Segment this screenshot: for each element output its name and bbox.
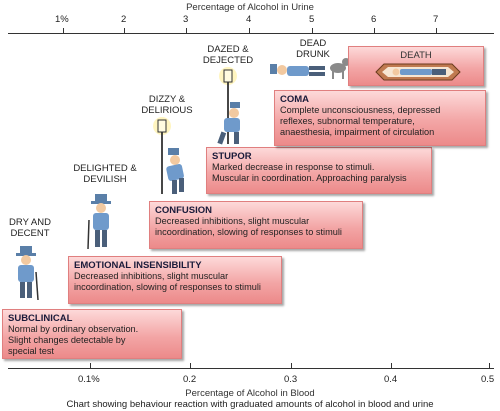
top-axis-title: Percentage of Alcohol in Urine [186, 2, 314, 13]
stage-box-coma: COMA Complete unconsciousness, depressed… [274, 90, 486, 146]
top-axis-line [8, 33, 494, 34]
top-tick [124, 28, 125, 33]
man-standing-icon [16, 246, 39, 301]
chart-caption: Chart showing behaviour reaction with gr… [66, 399, 434, 410]
bottom-tick [291, 363, 292, 368]
stage-box-emotional-insensibility: EMOTIONAL INSENSIBILITY Decreased inhibi… [68, 256, 282, 304]
stage-label-dead-drunk: DEAD DRUNK [288, 38, 338, 60]
stage-desc-line: Marked decrease in response to stimuli. [212, 162, 375, 172]
bottom-axis-title: Percentage of Alcohol in Blood [185, 388, 315, 399]
man-lying-dog-icon [270, 58, 350, 79]
bottom-tick [489, 363, 490, 368]
stage-label-line: DEVILISH [83, 174, 127, 185]
stage-label-line: DEAD [299, 38, 327, 49]
stage-heading: DEATH [400, 50, 432, 61]
man-in-coffin-icon [375, 63, 461, 81]
bottom-tick [391, 363, 392, 368]
stage-label-line: DELIRIOUS [141, 105, 193, 116]
stage-box-subclinical: SUBCLINICAL Normal by ordinary observati… [2, 309, 182, 359]
stage-box-confusion: CONFUSION Decreased inhibitions, slight … [149, 201, 363, 249]
top-tick [436, 28, 437, 33]
top-tick-label: 4 [246, 14, 252, 25]
bottom-tick [190, 363, 191, 368]
top-tick [374, 28, 375, 33]
stage-desc-line: special test [8, 346, 54, 356]
stage-label-dazed-dejected: DAZED & DEJECTED [200, 44, 256, 66]
stage-label-dizzy-delirious: DIZZY & DELIRIOUS [136, 94, 198, 116]
stage-desc-line: Normal by ordinary observation. [8, 324, 139, 334]
bottom-tick-label: 0.4 [384, 374, 398, 385]
stage-heading: STUPOR [212, 151, 252, 162]
stage-label-line: DEJECTED [202, 55, 254, 66]
stage-desc-line: Decreased inhibitions, slight muscular [74, 271, 229, 281]
stage-desc-line: Complete unconsciousness, depressed [280, 105, 441, 115]
stage-label-line: DECENT [10, 228, 50, 239]
man-under-lamp-icon [153, 117, 184, 194]
bottom-tick-label: 0.3 [284, 374, 298, 385]
top-tick-label: 1% [55, 14, 69, 25]
top-tick-label: 6 [371, 14, 377, 25]
top-tick-label: 2 [121, 14, 127, 25]
top-tick-label: 7 [433, 14, 439, 25]
stage-heading: SUBCLINICAL [8, 313, 73, 324]
bottom-tick-label: 0.5 [481, 374, 495, 385]
stage-desc-line: anaesthesia, impairment of circulation [280, 127, 435, 137]
stage-desc-line: reflexes, subnormal temperature, [280, 116, 415, 126]
stage-heading: CONFUSION [155, 205, 212, 216]
stage-label-line: DRUNK [296, 49, 330, 60]
stage-heading: EMOTIONAL INSENSIBILITY [74, 260, 202, 271]
top-tick [312, 28, 313, 33]
top-tick [63, 28, 64, 33]
stage-desc-line: Decreased inhibitions, slight muscular [155, 216, 310, 226]
stage-desc-line: incoordination, slowing of responses to … [155, 227, 342, 237]
top-tick [186, 28, 187, 33]
man-leaning-cane-icon [87, 194, 111, 250]
top-tick-label: 5 [309, 14, 315, 25]
stage-label-delighted-devilish: DELIGHTED & DEVILISH [72, 163, 138, 185]
bottom-tick-label: 0.1% [78, 374, 100, 385]
stage-label-line: DAZED & [207, 44, 249, 55]
stage-label-line: DELIGHTED & [73, 163, 137, 174]
man-hugging-lamppost-icon [217, 67, 240, 145]
bottom-tick-label: 0.2 [183, 374, 197, 385]
stage-heading: COMA [280, 94, 310, 105]
bottom-axis-line [8, 368, 494, 369]
stage-desc-line: Slight changes detectable by [8, 335, 126, 345]
bottom-tick [90, 363, 91, 368]
stage-desc-line: incoordination, slowing of responses to … [74, 282, 261, 292]
stage-label-line: DRY AND [9, 217, 51, 228]
stage-label-dry-decent: DRY AND DECENT [2, 217, 58, 239]
top-tick-label: 3 [183, 14, 189, 25]
top-tick [249, 28, 250, 33]
stage-label-line: DIZZY & [148, 94, 186, 105]
stage-box-stupor: STUPOR Marked decrease in response to st… [206, 147, 432, 194]
stage-desc-line: Muscular in coordination. Approaching pa… [212, 173, 407, 183]
